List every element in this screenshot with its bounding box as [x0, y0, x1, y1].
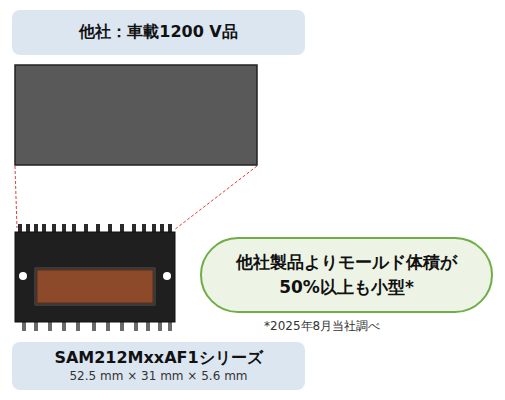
- leader-line: [15, 166, 17, 228]
- mounting-hole: [163, 272, 171, 280]
- module-body: [15, 232, 175, 322]
- node-heading: 他社：車載1200 V品: [79, 22, 237, 43]
- competitor-package: [15, 65, 257, 165]
- mounting-hole: [19, 272, 27, 280]
- callout-bubble: 他社製品よりモールド体積が 50%以上も小型*: [200, 237, 493, 313]
- node-heading: SAM212MxxAF1シリーズ: [54, 348, 262, 369]
- node-heading: 他社製品よりモールド体積が 50%以上も小型*: [229, 250, 465, 299]
- product-band: SAM212MxxAF1シリーズ52.5 mm × 31 mm × 5.6 mm: [12, 342, 305, 390]
- module-pad: [37, 270, 153, 303]
- module-recess: [34, 267, 156, 306]
- node-subtext: 52.5 mm × 31 mm × 5.6 mm: [69, 369, 247, 385]
- leader-line: [174, 166, 257, 230]
- footnote: *2025年8月当社調べ: [264, 318, 380, 335]
- title-band: 他社：車載1200 V品: [12, 10, 305, 55]
